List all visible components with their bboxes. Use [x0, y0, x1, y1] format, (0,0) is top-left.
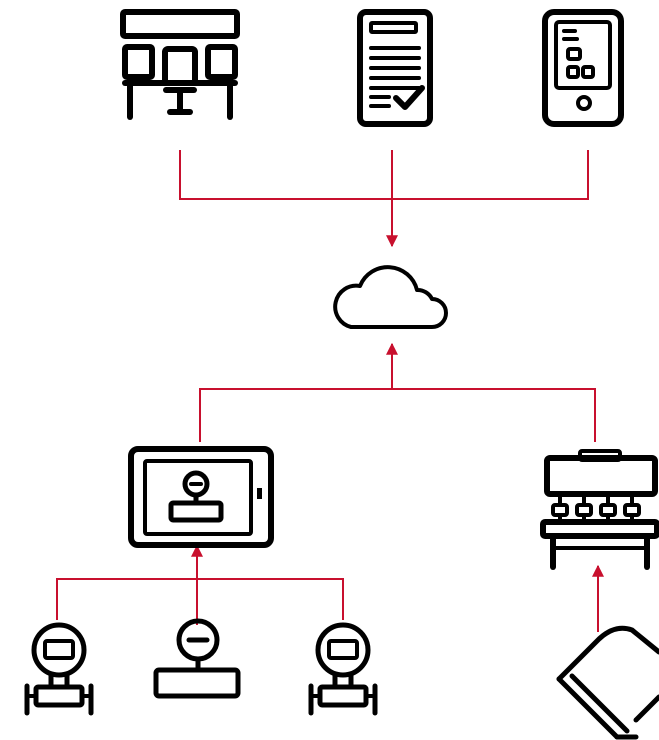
checked-document-icon	[357, 9, 433, 127]
flowmeter-icon	[308, 622, 378, 716]
tablet-gateway-icon	[128, 446, 274, 548]
cloud-icon	[333, 265, 448, 329]
desk-workstation-icon	[120, 9, 240, 120]
flowmeter-icon	[24, 622, 94, 716]
connectors	[56, 150, 604, 632]
connector-tablet-to-cloud	[199, 388, 392, 442]
connector-flowmeter-2-to-tablet	[197, 578, 344, 620]
level-radar-sensor-icon	[556, 625, 659, 740]
connector-flowmeter-1-to-tablet	[56, 578, 197, 620]
connector-mobile-to-cloud	[392, 150, 589, 200]
connector-plc-to-cloud	[392, 388, 596, 442]
pressure-transmitter-icon	[153, 618, 241, 699]
connector-workstation-to-cloud	[179, 150, 392, 200]
plc-controller-icon	[540, 449, 659, 570]
mobile-app-icon	[542, 9, 624, 127]
